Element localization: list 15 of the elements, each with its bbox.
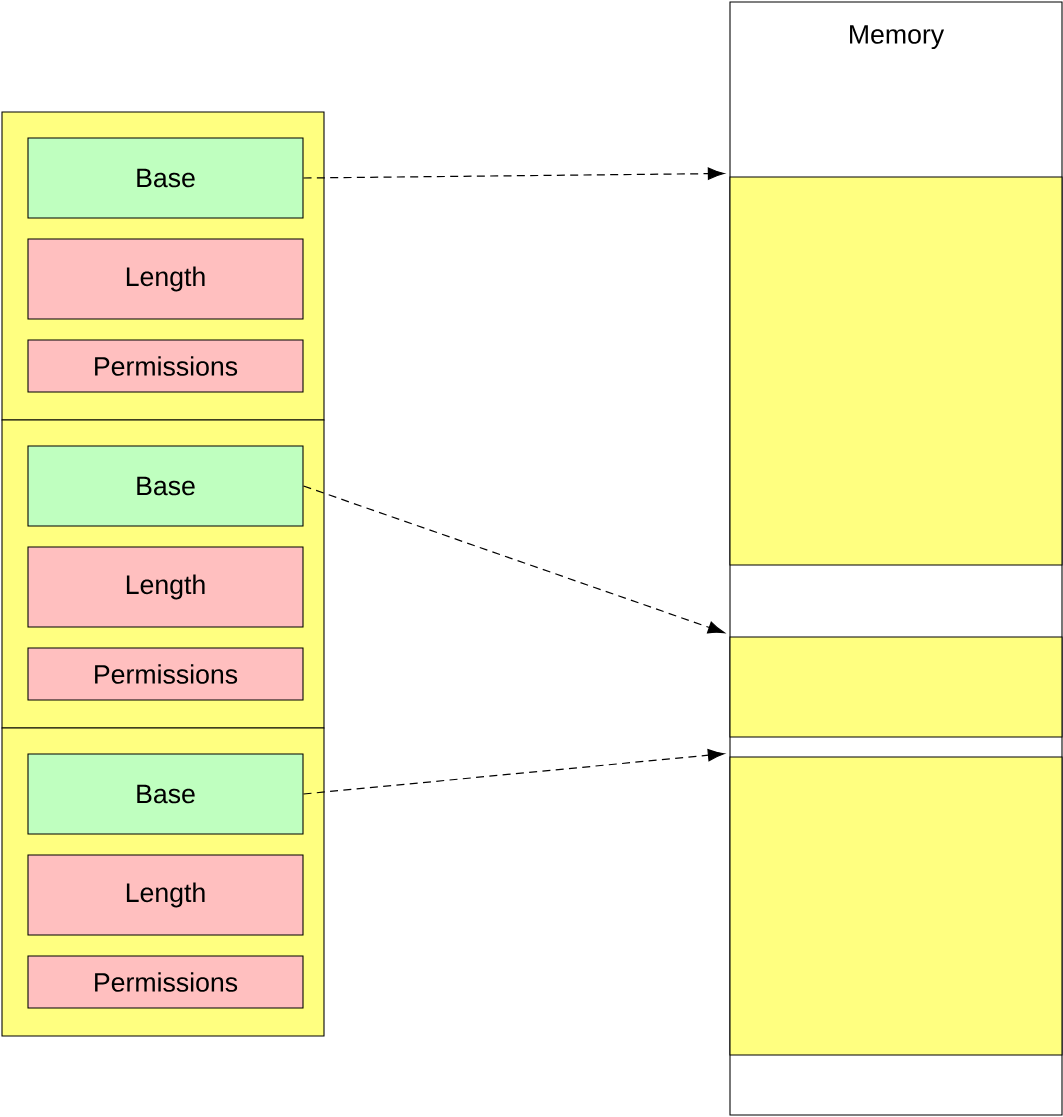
field-box: Length bbox=[27, 238, 304, 320]
arrow bbox=[302, 748, 725, 795]
field-box: Base bbox=[27, 753, 304, 835]
field-box: Permissions bbox=[27, 339, 304, 393]
field-box: Base bbox=[27, 445, 304, 527]
memory-region bbox=[729, 636, 1063, 738]
field-box: Base bbox=[27, 137, 304, 219]
arrow bbox=[302, 485, 725, 634]
field-box: Length bbox=[27, 854, 304, 936]
memory-region bbox=[729, 176, 1063, 566]
field-box: Permissions bbox=[27, 955, 304, 1009]
field-box: Length bbox=[27, 546, 304, 628]
field-box: Permissions bbox=[27, 647, 304, 701]
arrow bbox=[302, 167, 725, 180]
memory-region bbox=[729, 756, 1063, 1056]
